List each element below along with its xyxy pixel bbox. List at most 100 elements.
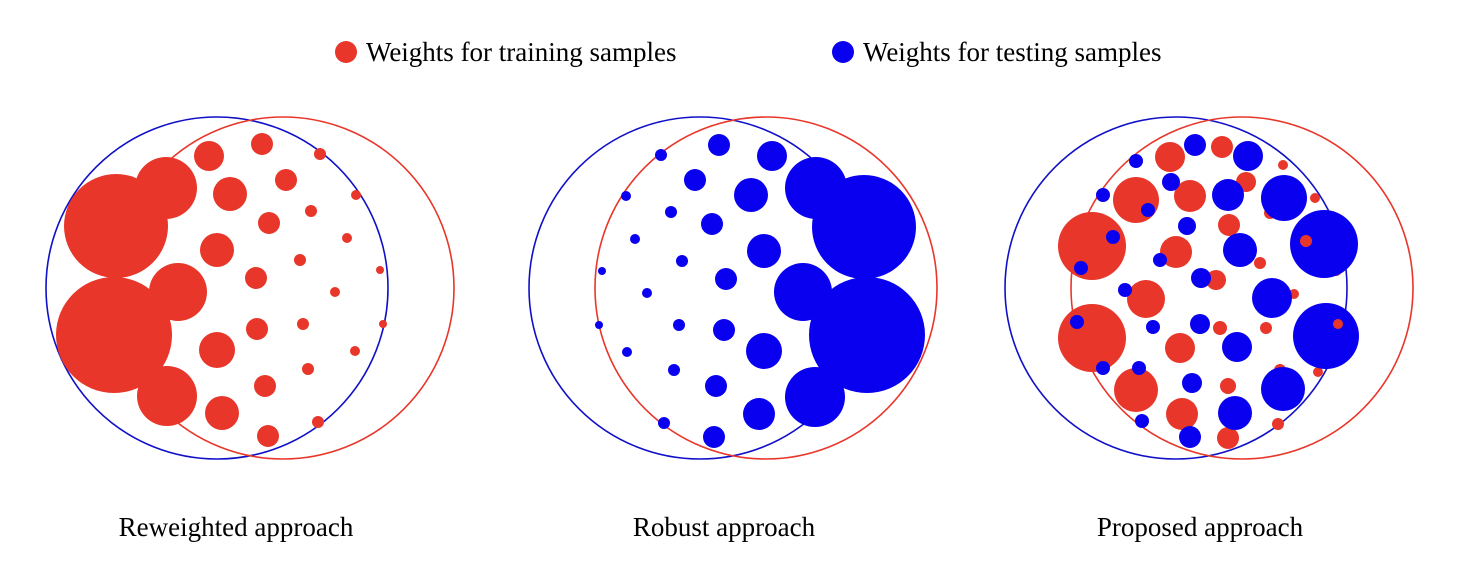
training-distribution-circle bbox=[45, 116, 389, 460]
training-sample-dot bbox=[254, 375, 276, 397]
testing-sample-dot bbox=[1261, 175, 1307, 221]
training-sample-dot bbox=[1206, 270, 1226, 290]
training-sample-dot bbox=[294, 254, 306, 266]
training-sample-dot bbox=[251, 133, 273, 155]
panel-reweighted: Reweighted approach bbox=[45, 116, 455, 542]
training-sample-dot bbox=[305, 205, 317, 217]
training-sample-dot bbox=[1211, 136, 1233, 158]
sample-dots bbox=[595, 134, 925, 448]
testing-sample-dot bbox=[658, 417, 670, 429]
testing-sample-dot bbox=[743, 398, 775, 430]
training-sample-dot bbox=[1218, 214, 1240, 236]
training-sample-dot bbox=[200, 233, 234, 267]
legend: Weights for training samples Weights for… bbox=[335, 37, 1162, 67]
training-sample-dot bbox=[302, 363, 314, 375]
testing-sample-dot bbox=[1132, 361, 1146, 375]
testing-sample-dot bbox=[1212, 179, 1244, 211]
testing-sample-dot bbox=[1293, 303, 1359, 369]
testing-sample-dot bbox=[1191, 268, 1211, 288]
training-legend-label: Weights for training samples bbox=[366, 37, 677, 67]
testing-sample-dot bbox=[684, 169, 706, 191]
training-sample-dot bbox=[56, 277, 172, 393]
training-sample-dot bbox=[1272, 418, 1284, 430]
panel-caption: Reweighted approach bbox=[119, 512, 354, 542]
panel-caption: Robust approach bbox=[633, 512, 816, 542]
training-sample-dot bbox=[1114, 368, 1158, 412]
training-sample-dot bbox=[246, 318, 268, 340]
training-sample-dot bbox=[1278, 160, 1288, 170]
training-sample-dot bbox=[312, 416, 324, 428]
testing-sample-dot bbox=[1184, 134, 1206, 156]
testing-sample-dot bbox=[621, 191, 631, 201]
testing-sample-dot bbox=[1106, 230, 1120, 244]
testing-sample-dot bbox=[1252, 278, 1292, 318]
testing-sample-dot bbox=[1223, 233, 1257, 267]
testing-sample-dot bbox=[668, 364, 680, 376]
testing-sample-dot bbox=[1135, 414, 1149, 428]
training-sample-dot bbox=[297, 318, 309, 330]
training-sample-dot bbox=[350, 346, 360, 356]
testing-sample-dot bbox=[785, 367, 845, 427]
training-sample-dot bbox=[1300, 235, 1312, 247]
testing-sample-dot bbox=[642, 288, 652, 298]
training-sample-dot bbox=[1333, 319, 1343, 329]
testing-sample-dot bbox=[1070, 315, 1084, 329]
training-sample-dot bbox=[314, 148, 326, 160]
testing-sample-dot bbox=[1290, 210, 1358, 278]
training-sample-dot bbox=[1127, 280, 1165, 318]
training-sample-dot bbox=[199, 332, 235, 368]
testing-sample-dot bbox=[747, 234, 781, 268]
testing-sample-dot bbox=[1074, 261, 1088, 275]
training-sample-dot bbox=[1260, 322, 1272, 334]
training-sample-dot bbox=[379, 320, 387, 328]
testing-sample-dot bbox=[622, 347, 632, 357]
testing-sample-dot bbox=[734, 178, 768, 212]
panel-proposed: Proposed approach bbox=[1004, 116, 1414, 542]
testing-sample-dot bbox=[1096, 188, 1110, 202]
training-sample-dot bbox=[213, 177, 247, 211]
training-sample-dot bbox=[257, 425, 279, 447]
training-sample-dot bbox=[149, 263, 207, 321]
testing-sample-dot bbox=[1261, 367, 1305, 411]
testing-sample-dot bbox=[1096, 361, 1110, 375]
panel-caption: Proposed approach bbox=[1097, 512, 1304, 542]
testing-sample-dot bbox=[630, 234, 640, 244]
testing-sample-dot bbox=[1190, 314, 1210, 334]
training-sample-dot bbox=[137, 366, 197, 426]
testing-sample-dot bbox=[1182, 373, 1202, 393]
training-sample-dot bbox=[1254, 257, 1266, 269]
training-sample-dot bbox=[1220, 378, 1236, 394]
training-sample-dot bbox=[1155, 142, 1185, 172]
training-sample-dot bbox=[376, 266, 384, 274]
testing-sample-dot bbox=[1218, 396, 1252, 430]
testing-sample-dot bbox=[665, 206, 677, 218]
testing-sample-dot bbox=[673, 319, 685, 331]
testing-sample-dot bbox=[703, 426, 725, 448]
testing-sample-dot bbox=[1233, 141, 1263, 171]
training-sample-dot bbox=[1058, 304, 1126, 372]
testing-sample-dot bbox=[1179, 426, 1201, 448]
testing-sample-dot bbox=[595, 321, 603, 329]
testing-sample-dot bbox=[1129, 154, 1143, 168]
testing-sample-dot bbox=[757, 141, 787, 171]
sample-dots bbox=[56, 133, 387, 447]
training-distribution-circle bbox=[1004, 116, 1348, 460]
sample-dots bbox=[1058, 134, 1359, 449]
testing-sample-dot bbox=[598, 267, 606, 275]
testing-sample-dot bbox=[708, 134, 730, 156]
testing-sample-dot bbox=[705, 375, 727, 397]
testing-legend-marker bbox=[832, 41, 854, 63]
training-sample-dot bbox=[1165, 333, 1195, 363]
testing-sample-dot bbox=[715, 268, 737, 290]
testing-sample-dot bbox=[676, 255, 688, 267]
training-sample-dot bbox=[135, 157, 197, 219]
training-sample-dot bbox=[1310, 193, 1320, 203]
testing-sample-dot bbox=[1146, 320, 1160, 334]
testing-sample-dot bbox=[785, 157, 847, 219]
training-sample-dot bbox=[1313, 367, 1323, 377]
testing-distribution-circle bbox=[594, 116, 938, 460]
training-sample-dot bbox=[1217, 427, 1239, 449]
training-legend-marker bbox=[335, 41, 357, 63]
testing-sample-dot bbox=[1162, 173, 1180, 191]
training-sample-dot bbox=[330, 287, 340, 297]
